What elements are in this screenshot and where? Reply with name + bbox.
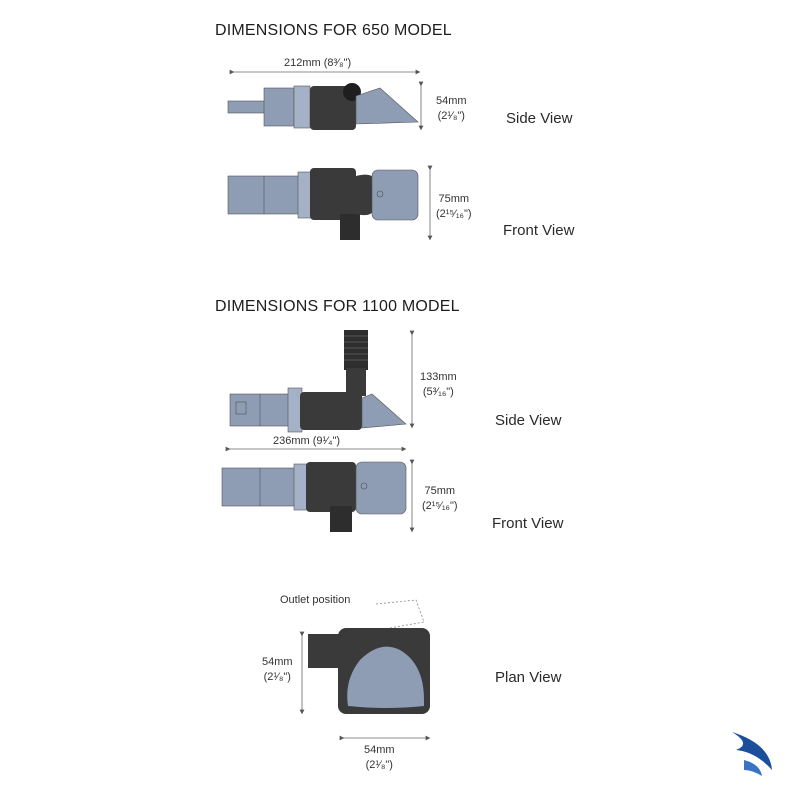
dim-650-front-height-in: (2¹⁵⁄₁₆")	[436, 208, 472, 220]
dim-1100-height: 133mm (5³⁄₁₆")	[420, 370, 457, 400]
label-650-side-view: Side View	[506, 110, 573, 127]
brand-logo-icon	[732, 732, 772, 776]
heading-650-model: DIMENSIONS FOR 650 MODEL	[215, 22, 452, 39]
heading-1100-model: DIMENSIONS FOR 1100 MODEL	[215, 298, 460, 315]
dim-plan-width-mm: 54mm	[364, 744, 395, 756]
pump-650-side-view	[227, 69, 424, 131]
dim-1100-width: 236mm (9¹⁄₄")	[273, 435, 341, 447]
label-plan-view: Plan View	[495, 669, 562, 686]
dim-1100-front-height-mm: 75mm	[424, 485, 456, 497]
pump-650-front-view	[227, 165, 433, 241]
outlet-position-label: Outlet position	[280, 594, 351, 606]
pump-plan-view	[299, 599, 431, 741]
dim-650-side-height-mm: 54mm	[436, 95, 467, 107]
dim-650-front-height-mm: 75mm	[438, 193, 470, 205]
dim-1100-height-mm: 133mm	[420, 371, 457, 383]
pump-1100-front-view	[221, 459, 415, 533]
label-650-front-view: Front View	[503, 222, 575, 239]
dim-plan-height-mm: 54mm	[262, 656, 293, 668]
dim-650-front-height: 75mm (2¹⁵⁄₁₆")	[436, 192, 472, 222]
label-1100-front-view: Front View	[492, 515, 564, 532]
pump-1100-side-view	[225, 330, 415, 452]
dim-plan-height: 54mm (2¹⁄₈")	[262, 655, 293, 685]
dim-1100-front-height-in: (2¹⁵⁄₁₆")	[422, 500, 458, 512]
label-1100-side-view: Side View	[495, 412, 562, 429]
dim-1100-front-height: 75mm (2¹⁵⁄₁₆")	[422, 484, 458, 514]
dim-plan-height-in: (2¹⁄₈")	[263, 671, 291, 683]
dim-plan-width: 54mm (2¹⁄₈")	[364, 743, 395, 773]
dim-650-side-height-in: (2¹⁄₈")	[437, 110, 465, 122]
dim-650-width: 212mm (8³⁄₈")	[284, 57, 352, 69]
dim-1100-height-in: (5³⁄₁₆")	[422, 386, 454, 398]
dim-650-side-height: 54mm (2¹⁄₈")	[436, 94, 467, 124]
dim-plan-width-in: (2¹⁄₈")	[365, 759, 393, 771]
